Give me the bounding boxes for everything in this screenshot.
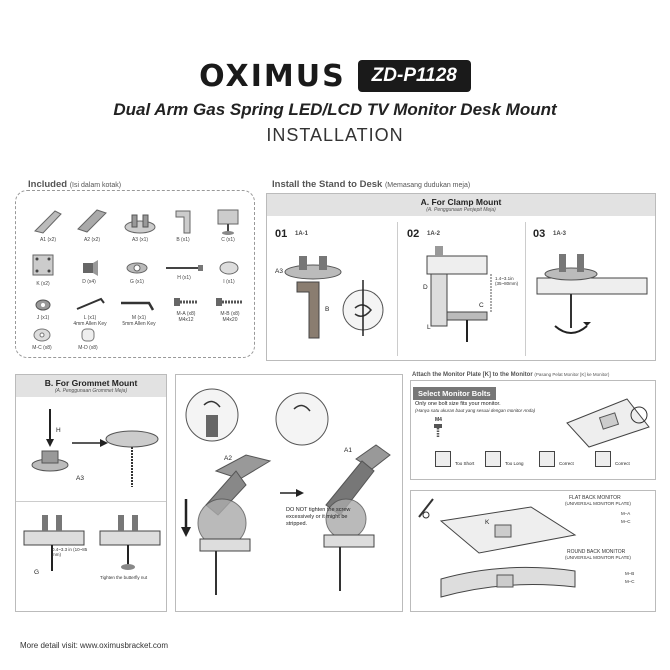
brand-logo: OXIMUS — [199, 58, 346, 94]
label-h: H — [56, 427, 61, 434]
label-a3-grommet: A3 — [76, 475, 84, 482]
part-m-allen-key: M (x1) 5mm Allen Key — [116, 295, 162, 327]
flat-back-sub: (UNIVERSAL MONITOR PLATE) — [565, 501, 631, 506]
flat-back-title: FLAT BACK MONITOR — [569, 495, 621, 501]
part-h: H (x1) — [162, 263, 206, 281]
flat-bolt-2: M–C — [621, 519, 631, 524]
step-03-code: 1A-3 — [553, 231, 567, 237]
monitor-bolts-panel: Select Monitor Bolts Only one bolt size … — [410, 380, 656, 480]
stand-label: Install the Stand to Desk (Memasang dudu… — [272, 179, 471, 190]
tighten-butterfly-text: Tighten the butterfly nut — [100, 575, 148, 580]
bolts-text: Only one bolt size fits your monitor. — [415, 401, 501, 407]
label-a1: A1 — [344, 447, 352, 454]
part-i: I (x1) — [214, 259, 244, 285]
step-02-code: 1A-2 — [427, 231, 441, 237]
label-g: G — [34, 569, 40, 576]
clamp-range: 1.4~3.1in (35~80mm) — [495, 276, 519, 286]
included-label: Included (Isi dalam kotak) — [28, 179, 122, 190]
step-02-number: 02 — [407, 228, 420, 240]
clamp-mount-header: A. For Clamp Mount (A. Penggunaan Penjep… — [267, 194, 655, 216]
grommet-mount-header: B. For Grommet Mount (A. Penggunaan Grom… — [16, 375, 166, 397]
round-bolt-1: M–B — [625, 571, 635, 576]
clamp-mount-panel: A. For Clamp Mount (A. Penggunaan Penjep… — [266, 193, 656, 361]
part-g: G (x1) — [120, 259, 154, 285]
part-a1: A1 (x2) — [28, 205, 68, 243]
part-m-a: M-A (x8) M4x12 — [166, 295, 206, 323]
part-c: C (x1) — [211, 207, 245, 243]
overtighten-warning: DO NOT tighten the screw excessively or … — [286, 507, 351, 527]
part-j: J (x1) — [26, 295, 60, 321]
label-a3: A3 — [275, 268, 283, 275]
part-l-allen-key: L (x1) 4mm Allen Key — [68, 295, 112, 327]
check-label-correct-2: Correct — [615, 461, 630, 466]
part-m-b: M-B (x8) M4x20 — [210, 295, 250, 323]
round-bolt-2: M–C — [625, 579, 635, 584]
bolt-check-too-long — [485, 451, 501, 467]
step-03-number: 03 — [533, 228, 546, 240]
label-b: B — [325, 306, 330, 313]
part-b: B (x1) — [168, 209, 198, 243]
label-a2: A2 — [224, 455, 232, 462]
part-d: D (x4) — [72, 259, 106, 285]
bolt-check-correct-2 — [595, 451, 611, 467]
part-m-c: M-C (x8) — [24, 327, 60, 351]
attach-monitor-label: Attach the Monitor Plate [K] to the Moni… — [412, 372, 610, 378]
product-subtitle: Dual Arm Gas Spring LED/LCD TV Monitor D… — [113, 100, 557, 119]
step-01-number: 01 — [275, 228, 288, 240]
grommet-range: 0.4~3.3 in (10~85 mm) — [52, 547, 88, 557]
step-01-code: 1A-1 — [295, 231, 309, 237]
part-m-d: M-D (x8) — [70, 327, 106, 351]
part-k: K (x2) — [26, 253, 60, 287]
bolts-sub: (Hanya satu ukuran baut yang sesuai deng… — [415, 408, 536, 413]
part-a2: A2 (x2) — [72, 205, 112, 243]
arms-assembly-panel: A2 A1 DO NOT tighten the screw excessive… — [175, 374, 403, 612]
bolt-check-too-short — [435, 451, 451, 467]
bolt-size-label: M4 — [435, 417, 442, 423]
included-parts-box: A1 (x2) A2 (x2) A3 (x1) B (x1) C (x1) K … — [15, 190, 255, 358]
label-d: D — [423, 284, 428, 291]
check-label-too-short: Too Short — [455, 461, 475, 466]
check-label-too-long: Too Long — [505, 461, 524, 466]
flat-bolt-1: M–A — [621, 511, 631, 516]
round-back-sub: (UNIVERSAL MONITOR PLATE) — [565, 555, 631, 560]
round-back-title: ROUND BACK MONITOR — [567, 549, 626, 555]
bolt-check-correct-1 — [539, 451, 555, 467]
model-badge: ZD-P1128 — [357, 60, 471, 92]
back-monitor-panel: K FLAT BACK MONITOR (UNIVERSAL MONITOR P… — [410, 490, 656, 612]
label-l: L — [427, 324, 431, 331]
installation-title: INSTALLATION — [266, 125, 404, 145]
label-c: C — [479, 302, 484, 309]
check-label-correct-1: Correct — [559, 461, 574, 466]
select-bolts-header: Select Monitor Bolts — [413, 387, 496, 400]
logo-row: OXIMUS ZD-P1128 — [0, 58, 670, 94]
grommet-mount-panel: B. For Grommet Mount (A. Penggunaan Grom… — [15, 374, 167, 612]
footer-url: More detail visit: www.oximusbracket.com — [20, 641, 169, 650]
label-k: K — [485, 519, 490, 526]
part-a3: A3 (x1) — [120, 209, 160, 243]
